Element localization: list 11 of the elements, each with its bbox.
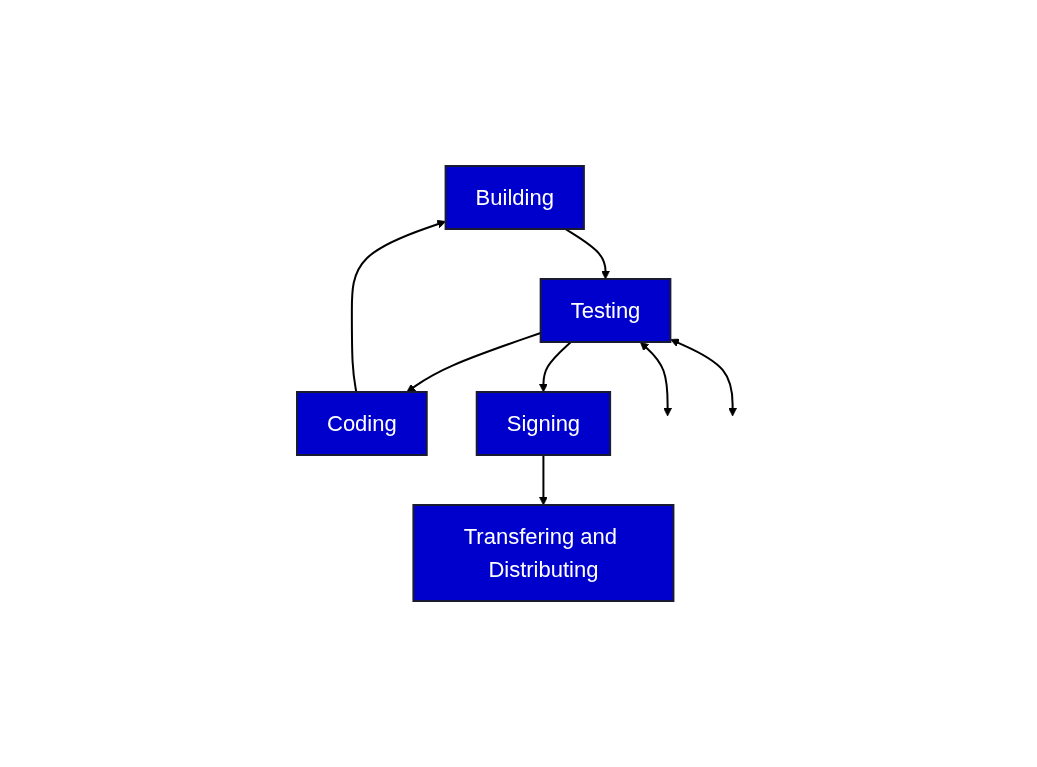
- process-box: Building: [444, 165, 585, 230]
- arrow: [350, 219, 446, 393]
- process-box: Transfering and Distributing: [412, 504, 675, 602]
- arrow: [538, 454, 548, 506]
- arrow: [670, 338, 737, 417]
- process-box: Testing: [539, 278, 672, 343]
- arrow: [564, 228, 610, 280]
- process-box: Signing: [475, 391, 612, 456]
- arrow: [538, 341, 572, 393]
- process-box: Coding: [295, 391, 428, 456]
- arrow: [639, 341, 672, 417]
